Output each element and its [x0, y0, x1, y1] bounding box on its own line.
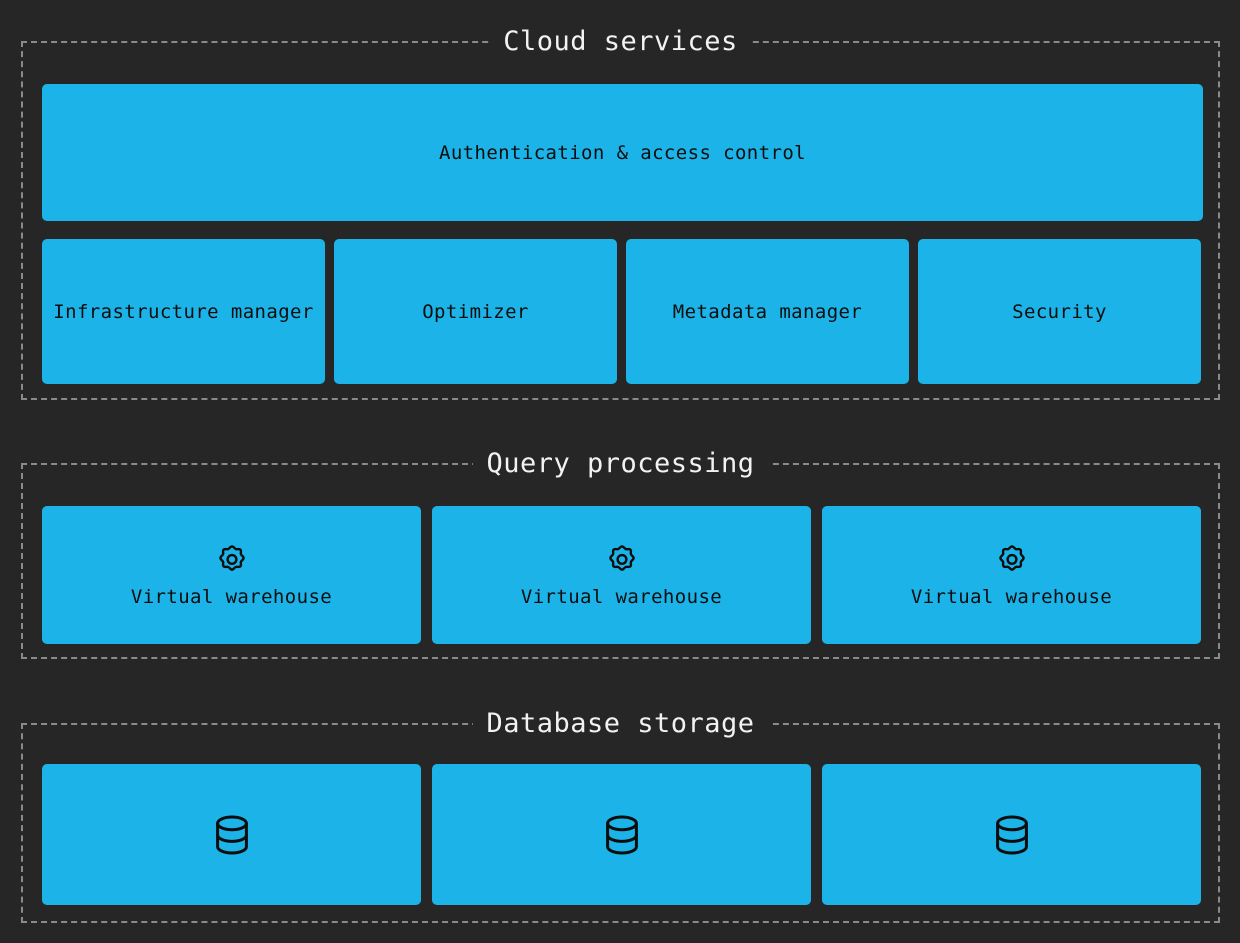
- node-database-2[interactable]: [432, 764, 811, 905]
- section-title-cloud-services: Cloud services: [489, 27, 752, 57]
- node-label-virtual-warehouse-3: Virtual warehouse: [910, 585, 1113, 608]
- gear-icon: [995, 543, 1029, 577]
- database-icon: [988, 811, 1036, 859]
- query-processing-node-row: Virtual warehouse Virtual warehouse: [42, 506, 1203, 644]
- database-icon: [208, 811, 256, 859]
- section-body-database-storage: [23, 725, 1218, 921]
- node-virtual-warehouse-3[interactable]: Virtual warehouse: [822, 506, 1201, 644]
- node-virtual-warehouse-2[interactable]: Virtual warehouse: [432, 506, 811, 644]
- section-cloud-services: Cloud services Authentication & access c…: [21, 27, 1220, 400]
- section-body-cloud-services: Authentication & access control Infrastr…: [23, 43, 1218, 398]
- section-title-query-processing: Query processing: [472, 449, 769, 479]
- database-icon: [598, 811, 646, 859]
- node-label-security: Security: [1012, 300, 1107, 323]
- node-authentication-access-control[interactable]: Authentication & access control: [42, 84, 1203, 221]
- node-database-1[interactable]: [42, 764, 421, 905]
- database-storage-node-row: [42, 764, 1203, 905]
- cloud-services-node-row: Infrastructure manager Optimizer Metadat…: [42, 239, 1203, 384]
- node-label-infrastructure-manager: Infrastructure manager: [53, 300, 314, 323]
- node-optimizer[interactable]: Optimizer: [334, 239, 617, 384]
- node-virtual-warehouse-1[interactable]: Virtual warehouse: [42, 506, 421, 644]
- node-infrastructure-manager[interactable]: Infrastructure manager: [42, 239, 325, 384]
- node-label-authentication: Authentication & access control: [438, 141, 806, 164]
- section-query-processing: Query processing Virtual warehouse: [21, 449, 1220, 659]
- gear-icon: [605, 543, 639, 577]
- gear-icon: [215, 543, 249, 577]
- node-label-virtual-warehouse-1: Virtual warehouse: [130, 585, 333, 608]
- section-title-database-storage: Database storage: [472, 709, 769, 739]
- section-body-query-processing: Virtual warehouse Virtual warehouse: [23, 465, 1218, 657]
- node-metadata-manager[interactable]: Metadata manager: [626, 239, 909, 384]
- node-label-virtual-warehouse-2: Virtual warehouse: [520, 585, 723, 608]
- section-database-storage: Database storage: [21, 709, 1220, 923]
- node-security[interactable]: Security: [918, 239, 1201, 384]
- node-database-3[interactable]: [822, 764, 1201, 905]
- node-label-optimizer: Optimizer: [422, 300, 529, 323]
- node-label-metadata-manager: Metadata manager: [672, 300, 863, 323]
